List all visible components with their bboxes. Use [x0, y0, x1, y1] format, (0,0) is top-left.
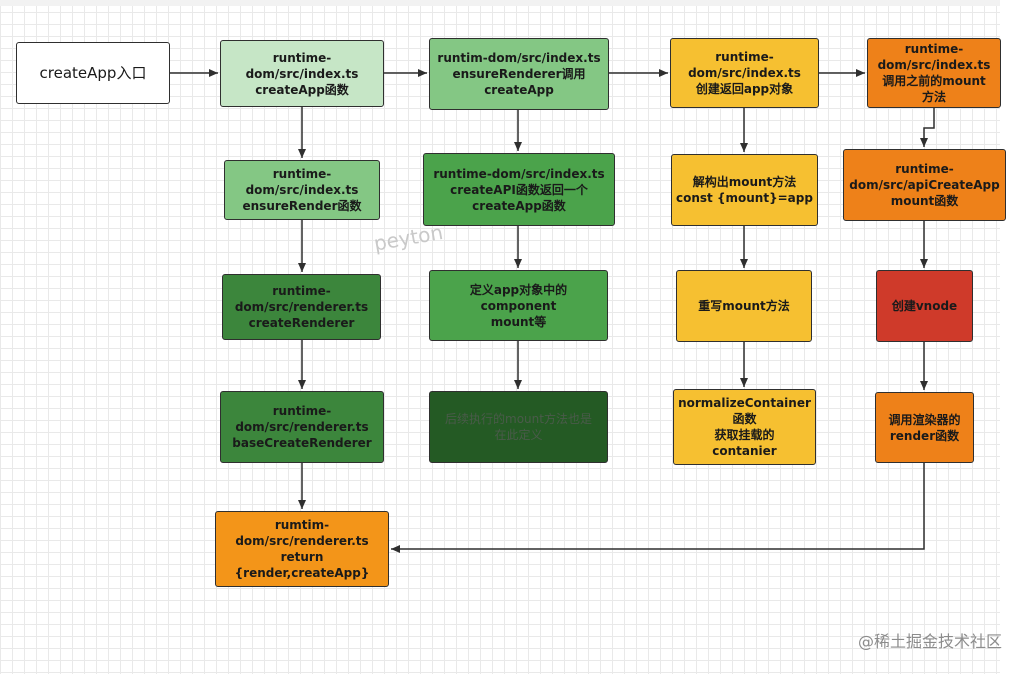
node-call-renderer-render[interactable]: 调用渲染器的 render函数 [875, 392, 974, 463]
node-mount-defined-here[interactable]: 后续执行的mount方法也是 在此定义 [429, 391, 608, 463]
node-createAPI-func[interactable]: runtime-dom/src/index.ts createAPI函数返回一个… [423, 153, 615, 226]
edge-previous-mount-to-apiCreateApp [920, 108, 935, 147]
node-define-app-component[interactable]: 定义app对象中的 component mount等 [429, 270, 608, 341]
node-createRenderer[interactable]: runtime- dom/src/renderer.ts createRende… [222, 274, 381, 340]
node-ensureRenderer-call[interactable]: runtim-dom/src/index.ts ensureRenderer调用… [429, 38, 609, 110]
node-ensureRender-func[interactable]: runtime- dom/src/index.ts ensureRender函数 [224, 160, 380, 220]
node-createApp-entry[interactable]: createApp入口 [16, 42, 170, 104]
node-baseCreateRenderer[interactable]: runtime- dom/src/renderer.ts baseCreateR… [220, 391, 384, 463]
juejin-community-brand: @稀土掘金技术社区 [857, 632, 1002, 651]
node-return-render-createApp[interactable]: rumtim- dom/src/renderer.ts return {rend… [215, 511, 389, 587]
node-call-previous-mount[interactable]: runtime- dom/src/index.ts 调用之前的mount 方法 [867, 38, 1001, 108]
node-create-app-object[interactable]: runtime- dom/src/index.ts 创建返回app对象 [670, 38, 819, 108]
canvas-top-strip [0, 0, 1020, 6]
node-normalizeContainer[interactable]: normalizeContainer 函数 获取挂载的 contanier [673, 389, 816, 465]
node-runtime-dom-createApp[interactable]: runtime- dom/src/index.ts createApp函数 [220, 40, 384, 107]
node-rewrite-mount[interactable]: 重写mount方法 [676, 270, 812, 342]
node-create-vnode[interactable]: 创建vnode [876, 270, 973, 342]
edge-render-to-return [391, 463, 925, 553]
node-apiCreateApp-mount[interactable]: runtime- dom/src/apiCreateApp mount函数 [843, 149, 1006, 221]
node-destructure-mount[interactable]: 解构出mount方法 const {mount}=app [671, 154, 818, 226]
